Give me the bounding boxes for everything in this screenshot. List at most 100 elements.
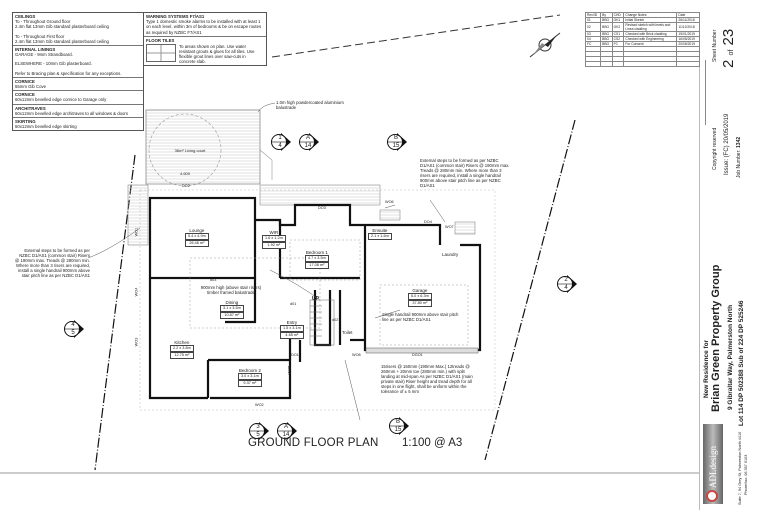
- heading: CORNICE: [15, 78, 35, 84]
- client-name: Brian Green Property Group: [710, 264, 722, 412]
- marker-number: A: [305, 135, 310, 141]
- section-arrow-icon: [389, 417, 409, 435]
- marker-sheet: 5: [256, 432, 260, 438]
- marker-number: 2: [564, 277, 568, 283]
- room-area: 26.46 m²: [185, 240, 209, 247]
- stair-note: 15risers @ 150mm (190mm Max.) 12treads @…: [381, 364, 473, 394]
- heading: FLOOR TILES: [146, 37, 175, 43]
- sheet-total: 23: [720, 28, 737, 46]
- external-steps-note: External steps to be formed as per NZBC …: [14, 248, 90, 278]
- sheet-bottom-border: [0, 472, 700, 474]
- line: To - Throughout First floor: [15, 33, 65, 39]
- line: 55mm Gib Cove: [15, 84, 47, 90]
- room-name: Bedroom 1: [305, 250, 328, 255]
- heading: WARNING SYSTEMS F7/AS1: [146, 14, 205, 19]
- floor-plan-drawing: [87, 14, 576, 471]
- sheet-of: of: [728, 49, 735, 56]
- heading: CEILINGS: [15, 14, 36, 19]
- room-area: 37.80 m²: [408, 300, 432, 307]
- room-dimensions: 2.1 x 1.6m: [368, 233, 392, 240]
- north-arrow-icon: [529, 32, 561, 58]
- room-name: Bedroom 2: [238, 368, 261, 373]
- room-name: Laundry: [442, 252, 459, 257]
- room-name: Ensuite: [372, 228, 388, 233]
- job-number-label: Job Number:: [736, 149, 742, 178]
- external-steps: [454, 221, 476, 235]
- door-tag: d02: [332, 318, 339, 322]
- marker-number: 4: [71, 322, 75, 328]
- window-tag: WO4: [134, 287, 139, 297]
- marker-sheet: 4: [564, 285, 568, 291]
- room-area: 1.92 m²: [262, 242, 286, 249]
- revision-row-empty: [584, 61, 700, 67]
- firm-phone: Phone/fax: 06 357 0103: [744, 454, 748, 495]
- firm-address: Suite 7, 94 Grey St, Palmerston North 44…: [738, 431, 742, 505]
- door-tag: DO2: [182, 184, 190, 188]
- marker-sheet: 15: [394, 427, 402, 433]
- sheet-number-label: Sheet Number: [712, 29, 718, 62]
- room-name: Kitchen: [174, 340, 190, 345]
- room-name: WIR: [269, 230, 279, 235]
- room-dimensions: 3.1 x 3.5m: [220, 305, 244, 312]
- window-tag: WO2: [255, 403, 264, 407]
- deck: [145, 109, 261, 185]
- heading: SKIRTING: [15, 119, 36, 125]
- window-tag: WO5: [287, 365, 292, 375]
- title-block-divider: [699, 60, 700, 510]
- room-name: Entry: [286, 320, 298, 325]
- tile-swatch: [146, 43, 176, 62]
- marker-number: B: [393, 135, 398, 141]
- dimension-label: 4.600: [180, 171, 191, 176]
- section-arrow-icon: [557, 275, 577, 293]
- plan-title: GROUND FLOOR PLAN: [248, 437, 379, 449]
- marker-sheet: 5: [71, 330, 75, 336]
- legal-description: Lot 114 DP 502388 Sub of 224 DP 525246: [738, 300, 745, 427]
- window-tag: WO6: [385, 200, 394, 204]
- sheet-number: 2 of 23: [720, 29, 737, 68]
- living-court-label: 36m² Living court: [174, 148, 206, 153]
- door-tag: DO3: [318, 206, 326, 210]
- walls: [148, 196, 482, 400]
- living-court: [148, 113, 222, 187]
- floor-tiles: FLOOR TILES To areas shown on plan. Use …: [144, 37, 266, 65]
- job-number-value: 1342: [736, 136, 742, 148]
- garage-door-tag: DGO1: [412, 353, 423, 357]
- room-dimensions: 1.5 x 3.1m: [280, 325, 304, 332]
- handrail-note: Single handrail 900mm above stair pitch …: [382, 312, 459, 322]
- section-arrow-icon: [387, 133, 407, 151]
- room-label: Laundry: [442, 252, 458, 257]
- marker-sheet: 14: [282, 432, 290, 438]
- heading: CORNICE: [15, 92, 35, 98]
- sheet-number-value: 2: [720, 59, 737, 68]
- door-tag: DO4: [424, 220, 432, 224]
- window-tag: WO8: [352, 353, 361, 357]
- window-tag: WO1: [134, 227, 139, 237]
- heading: INTERNAL LININGS: [15, 47, 56, 53]
- room-dimensions: 3.0 x 3.1m: [238, 373, 262, 380]
- marker-number: B: [395, 419, 400, 425]
- heading: ARCHITRAVES: [15, 105, 46, 111]
- copyright-label: Copyright reserved: [712, 127, 718, 170]
- room-dimensions: 5.4 x 4.9m: [185, 233, 209, 240]
- plan-scale: 1:100 @ A3: [402, 437, 463, 449]
- marker-number: 3: [256, 424, 260, 430]
- section-arrow-icon: [249, 422, 269, 440]
- room-area: 12.75 m²: [170, 352, 194, 359]
- external-steps: [127, 184, 149, 246]
- logo-emblem-icon: [706, 490, 718, 502]
- section-arrow-icon: [277, 422, 297, 440]
